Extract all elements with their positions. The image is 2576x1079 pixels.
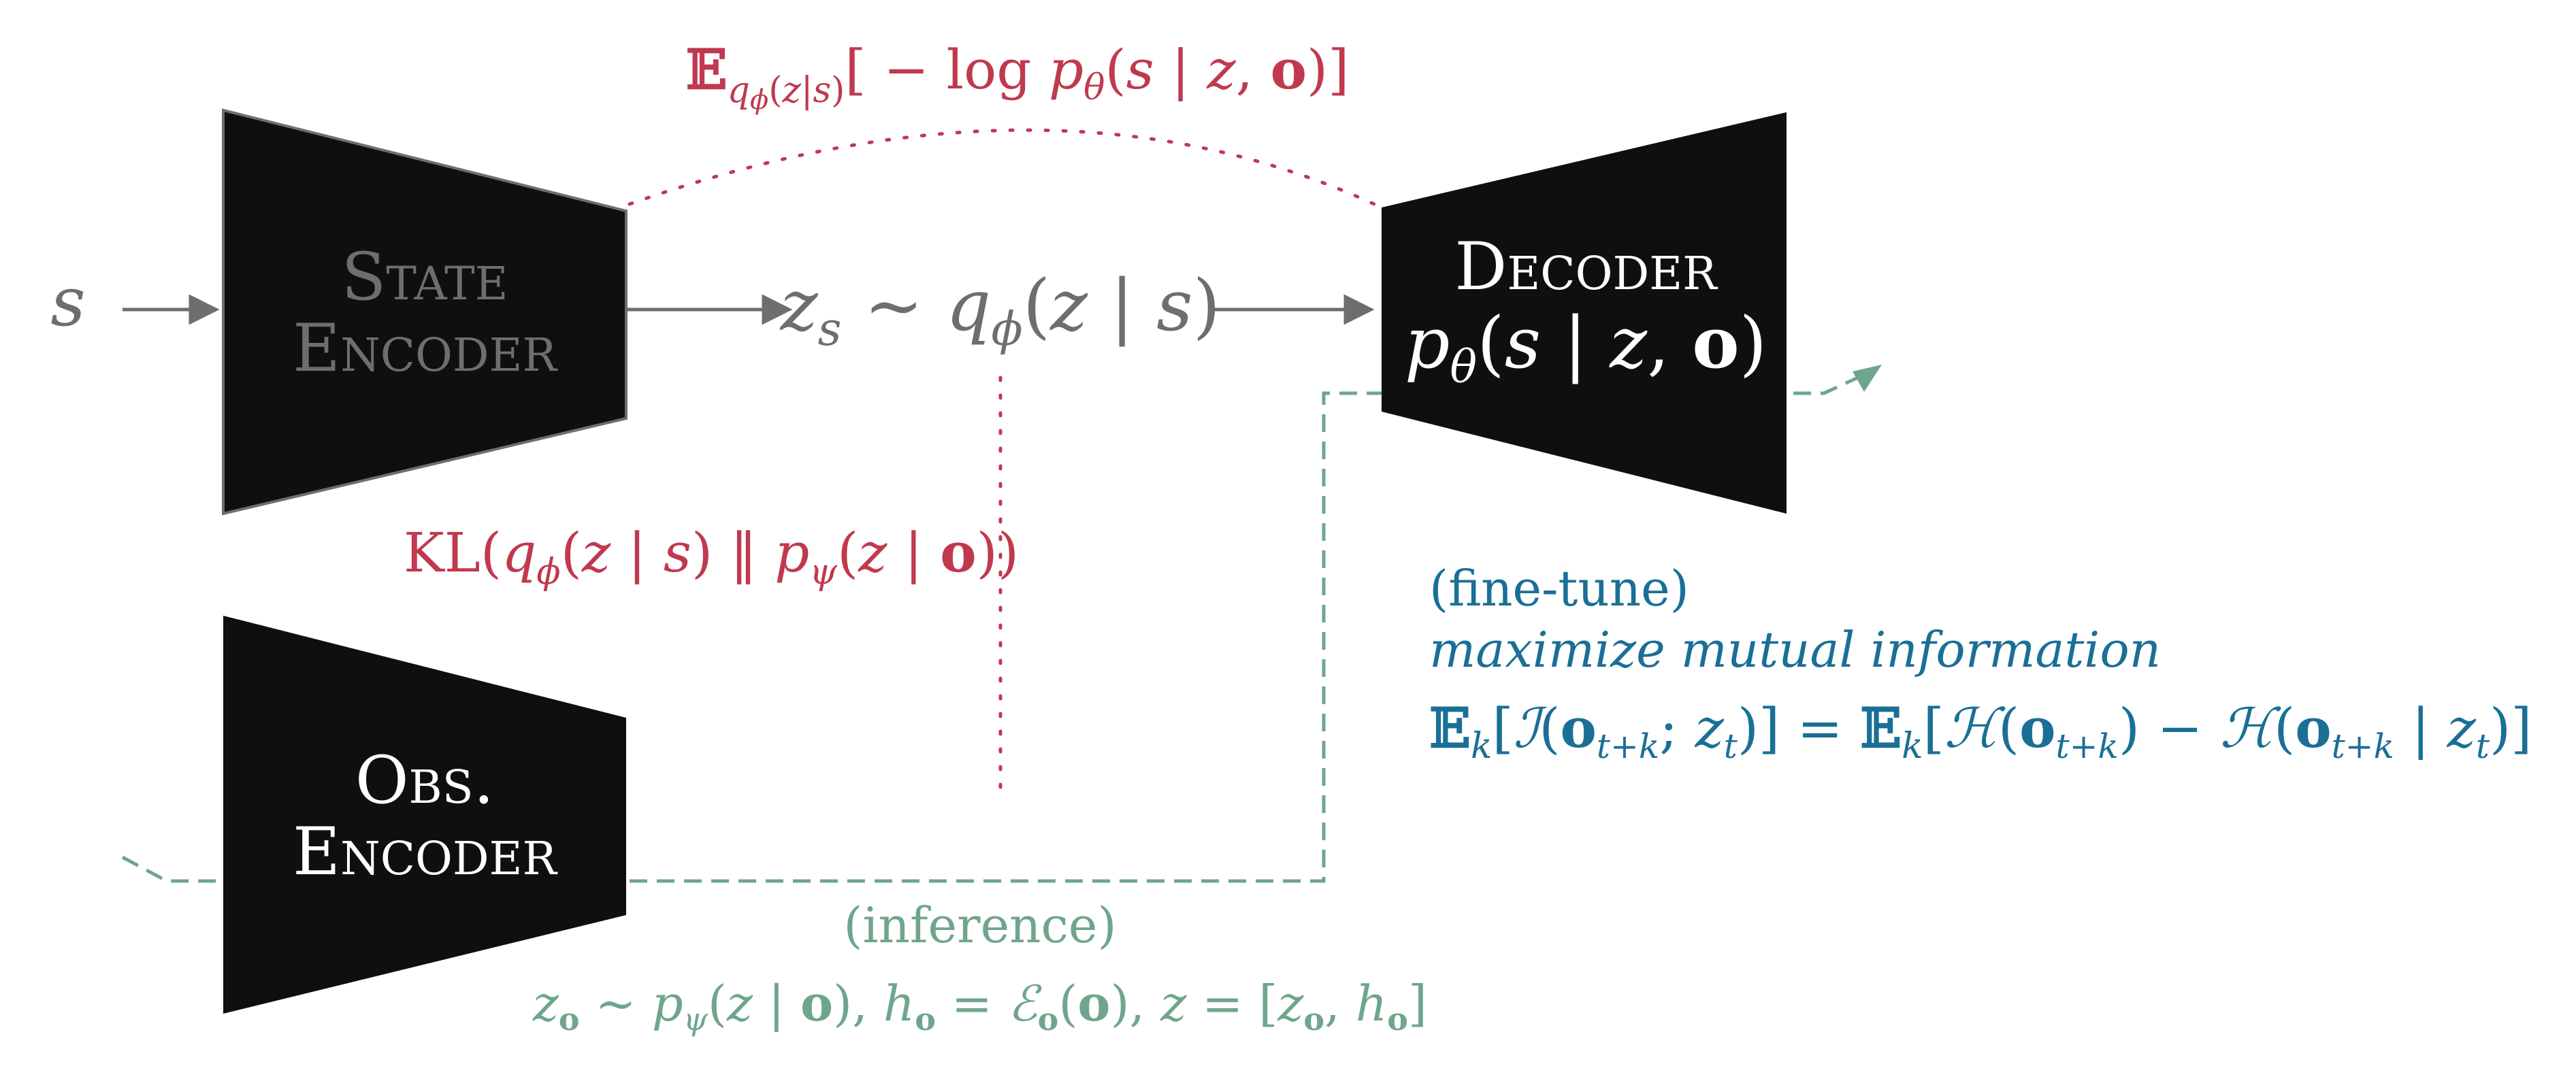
kl-term-label: KL(qϕ(z | s) ‖ pψ(z | o)) xyxy=(404,520,1019,593)
inference-label: (inference) xyxy=(843,897,1116,954)
latent-sample-label: zs ∼ qϕ(z | s) xyxy=(779,264,1220,356)
mutual-info-formula: 𝔼k[ℐ(ot+k; zt)] = 𝔼k[ℋ(ot+k) − ℋ(ot+k | … xyxy=(1429,696,2532,767)
decoder-formula: pθ(s | z, o) xyxy=(1405,301,1767,393)
obs-encoder-block xyxy=(223,616,626,1014)
inference-path xyxy=(121,371,1870,883)
obs-encoder-label-2: Encoder xyxy=(293,814,559,890)
input-s-label: s xyxy=(50,262,85,342)
inference-formula: zo ∼ pψ(z | o), ho = ℰo(o), z = [zo, ho] xyxy=(532,974,1427,1038)
state-encoder-label-2: Encoder xyxy=(293,310,559,386)
reconstruction-arc xyxy=(627,128,1384,210)
reconstruction-loss-label: 𝔼qϕ(z|s)[ − log pθ(s | z, o)] xyxy=(686,37,1350,116)
state-encoder-block xyxy=(222,108,627,516)
obs-encoder-label: Obs. xyxy=(355,742,494,818)
finetune-label: (fine-tune) xyxy=(1429,560,1689,617)
decoder-label: Decoder xyxy=(1454,229,1718,305)
state-encoder-label: State xyxy=(341,239,508,315)
mutual-info-label: maximize mutual information xyxy=(1429,621,2161,678)
decoder-block xyxy=(1382,112,1787,514)
inference-arrowhead xyxy=(1853,365,1882,392)
